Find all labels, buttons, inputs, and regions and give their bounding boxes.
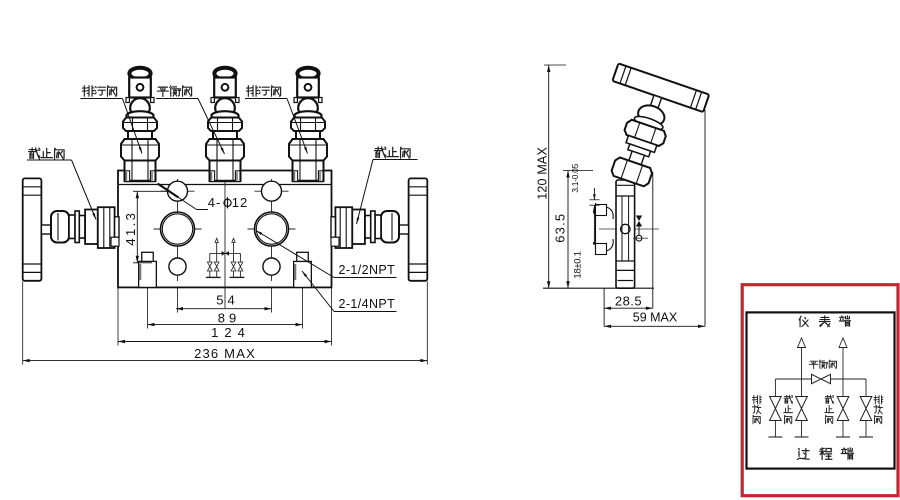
svg-text:59 MAX: 59 MAX — [633, 311, 678, 325]
svg-text:124: 124 — [211, 325, 251, 340]
svg-text:63.5: 63.5 — [553, 213, 568, 243]
svg-text:54: 54 — [216, 293, 238, 308]
svg-text:4-: 4- — [208, 195, 222, 210]
svg-text:41.3: 41.3 — [123, 211, 138, 246]
svg-text:28.5: 28.5 — [615, 294, 642, 309]
svg-text:236 MAX: 236 MAX — [194, 346, 256, 361]
svg-text:2-1/4NPT: 2-1/4NPT — [339, 297, 396, 311]
svg-text:2-1/2NPT: 2-1/2NPT — [339, 263, 396, 277]
svg-text:18±0.1: 18±0.1 — [573, 251, 584, 278]
svg-text:120 MAX: 120 MAX — [536, 147, 550, 200]
svg-text:12: 12 — [232, 195, 248, 210]
svg-text:89: 89 — [218, 311, 240, 326]
svg-text:3.1-0.05: 3.1-0.05 — [570, 163, 580, 192]
